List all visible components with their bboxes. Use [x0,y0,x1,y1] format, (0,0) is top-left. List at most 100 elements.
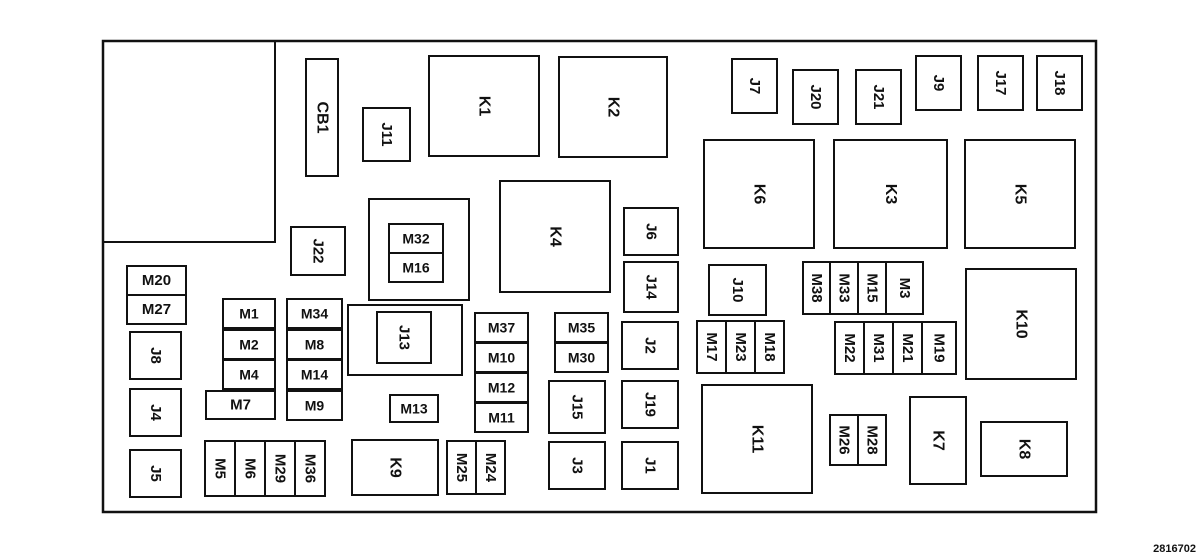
component-m32-outline [388,223,444,254]
component-m5-label: M5 [212,458,229,479]
component-j22-label: J22 [310,238,327,263]
component-j22-outline [290,226,346,276]
component-m38-label: M38 [808,273,825,302]
component-m37: M37 [474,312,529,343]
component-j10-label: J10 [729,277,746,302]
component-j4: J4 [129,388,182,437]
component-m29-outline [264,440,296,497]
component-k9-label: K9 [387,457,404,478]
component-m22: M22 [834,321,865,375]
component-m27-outline [126,294,187,325]
component-j19: J19 [621,380,679,429]
component-j11-label: J11 [378,122,395,146]
component-j21-label: J21 [870,84,887,109]
component-m34-outline [286,298,343,329]
component-j19-label: J19 [642,392,659,417]
component-k10: K10 [965,268,1077,380]
component-j15: J15 [548,380,606,434]
component-m22-outline [834,321,865,375]
component-k2-label: K2 [605,97,622,118]
component-j14-outline [623,261,679,313]
component-j2-outline [621,321,679,370]
component-k6-outline [703,139,815,249]
component-j6-outline [623,207,679,256]
component-m25-label: M25 [453,453,470,482]
component-j3-outline [548,441,606,490]
component-j18: J18 [1036,55,1083,111]
component-m35-outline [554,312,609,343]
component-k5: K5 [964,139,1076,249]
component-m35: M35 [554,312,609,343]
component-m8-label: M8 [305,337,325,353]
component-m12-label: M12 [488,380,515,396]
component-m29-label: M29 [272,454,289,483]
component-m6: M6 [234,440,266,497]
component-m25: M25 [446,440,477,495]
component-m30-label: M30 [568,350,595,366]
component-m29: M29 [264,440,296,497]
component-m11: M11 [474,402,529,433]
component-m19-label: M19 [931,333,948,362]
component-m26: M26 [829,414,859,466]
component-m26-label: M26 [836,425,853,454]
component-m2-outline [222,329,276,360]
component-j15-outline [548,380,606,434]
component-j15-label: J15 [569,394,586,419]
component-k3-label: K3 [882,184,899,205]
component-k3-outline [833,139,948,249]
reference-number: 2816702 [1153,543,1196,555]
component-j17-label: J17 [992,70,1009,95]
component-m36-label: M36 [302,454,319,483]
component-m20-label: M20 [142,272,171,289]
component-j13: J13 [376,311,432,364]
component-k6: K6 [703,139,815,249]
component-k7: K7 [909,396,967,485]
component-m8: M8 [286,329,343,360]
component-m9: M9 [286,390,343,421]
component-m12-outline [474,372,529,403]
component-k11-outline [701,384,813,494]
component-k5-label: K5 [1012,184,1029,205]
component-j8: J8 [129,331,182,380]
component-m28-outline [857,414,887,466]
component-m17: M17 [696,320,727,374]
component-j4-label: J4 [147,404,164,421]
component-j4-outline [129,388,182,437]
component-m18-label: M18 [761,332,778,361]
component-m23-label: M23 [732,332,749,361]
component-m27: M27 [126,294,187,325]
component-k4: K4 [499,180,611,293]
component-m6-label: M6 [242,458,259,479]
component-k4-outline [499,180,611,293]
component-m10-outline [474,342,529,373]
component-j20-outline [792,69,839,125]
component-j17-outline [977,55,1024,111]
component-m27-label: M27 [142,301,171,318]
component-k8: K8 [980,421,1068,477]
component-j10-outline [708,264,767,316]
component-m38: M38 [802,261,831,315]
component-m36-outline [294,440,326,497]
component-j2-label: J2 [642,337,659,354]
component-m36: M36 [294,440,326,497]
component-m1-label: M1 [239,306,259,322]
component-k6-label: K6 [751,184,768,205]
component-j18-outline [1036,55,1083,111]
component-j13-label: J13 [396,325,413,350]
component-m19-outline [921,321,957,375]
component-cb1-outline [305,58,339,177]
component-j8-outline [129,331,182,380]
component-cb1: CB1 [305,58,339,177]
component-j10: J10 [708,264,767,316]
component-j1-outline [621,441,679,490]
component-k1-label: K1 [476,96,493,117]
component-m10-label: M10 [488,350,515,366]
component-k3: K3 [833,139,948,249]
component-cb1-label: CB1 [314,101,331,133]
component-k7-outline [909,396,967,485]
component-m21-label: M21 [899,333,916,362]
component-m30: M30 [554,342,609,373]
component-m32: M32 [388,223,444,254]
component-m11-outline [474,402,529,433]
